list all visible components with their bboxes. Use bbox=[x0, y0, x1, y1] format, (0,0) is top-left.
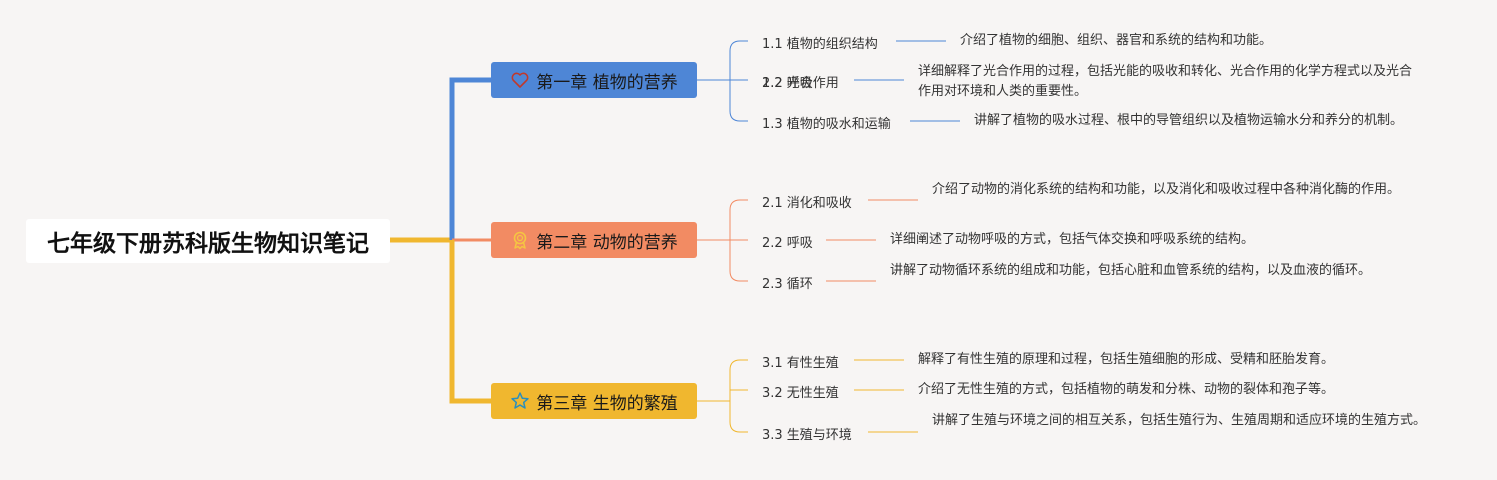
chapter-node-1[interactable]: 第一章 植物的营养 bbox=[491, 62, 697, 98]
section-label[interactable]: 2.2 呼吸 bbox=[762, 232, 813, 251]
section-label[interactable]: 1.1 植物的组织结构 bbox=[762, 37, 878, 52]
section-label[interactable]: 3.2 无性生殖 bbox=[762, 386, 839, 401]
section-description: 介绍了植物的细胞、组织、器官和系统的结构和功能。 bbox=[960, 33, 1273, 48]
section-description: 详细解释了光合作用的过程，包括光能的吸收和转化、光合作用的化学方程式以及光合作用… bbox=[918, 64, 1413, 99]
heart-icon bbox=[510, 70, 530, 90]
section-label[interactable]: 2.2 呼吸 bbox=[762, 76, 813, 91]
section-description: 解释了有性生殖的原理和过程，包括生殖细胞的形成、受精和胚胎发育。 bbox=[918, 352, 1335, 367]
chapter-title: 第一章 植物的营养 bbox=[536, 72, 678, 93]
ch3-connector bbox=[449, 240, 491, 404]
chapter-title: 第二章 动物的营养 bbox=[536, 232, 678, 253]
root-node[interactable]: 七年级下册苏科版生物知识笔记 bbox=[26, 219, 390, 263]
section-label[interactable]: 1.2 光合作用 bbox=[762, 76, 839, 91]
section-label[interactable]: 2.3 循环 bbox=[762, 277, 813, 292]
section-label[interactable]: 2.1 消化和吸收 bbox=[762, 196, 852, 211]
section-label[interactable]: 3.1 有性生殖 bbox=[762, 356, 839, 371]
ch1-connector bbox=[449, 77, 491, 240]
ch1-brackets bbox=[697, 40, 960, 122]
ch2-brackets bbox=[697, 199, 918, 282]
section-description: 讲解了植物的吸水过程、根中的导管组织以及植物运输水分和养分的机制。 bbox=[974, 113, 1404, 128]
chapter-node-2[interactable]: 第二章 动物的营养 bbox=[491, 222, 697, 258]
section-description: 介绍了无性生殖的方式，包括植物的萌发和分株、动物的裂体和孢子等。 bbox=[918, 382, 1335, 397]
chapter-title: 第三章 生物的繁殖 bbox=[536, 393, 678, 414]
section-description: 介绍了动物的消化系统的结构和功能，以及消化和吸收过程中各种消化酶的作用。 bbox=[932, 182, 1401, 197]
star-icon bbox=[510, 391, 530, 411]
root-title: 七年级下册苏科版生物知识笔记 bbox=[47, 231, 369, 257]
chapter-node-3[interactable]: 第三章 生物的繁殖 bbox=[491, 383, 697, 419]
section-description: 讲解了动物循环系统的组成和功能，包括心脏和血管系统的结构，以及血液的循环。 bbox=[890, 263, 1372, 278]
section-label[interactable]: 3.3 生殖与环境 bbox=[762, 428, 852, 443]
section-description: 讲解了生殖与环境之间的相互关系，包括生殖行为、生殖周期和适应环境的生殖方式。 bbox=[932, 413, 1427, 428]
ch3-brackets bbox=[697, 359, 918, 433]
award-ribbon-icon bbox=[510, 230, 530, 250]
section-description: 详细阐述了动物呼吸的方式，包括气体交换和呼吸系统的结构。 bbox=[890, 232, 1255, 247]
section-label[interactable]: 1.3 植物的吸水和运输 bbox=[762, 117, 891, 132]
